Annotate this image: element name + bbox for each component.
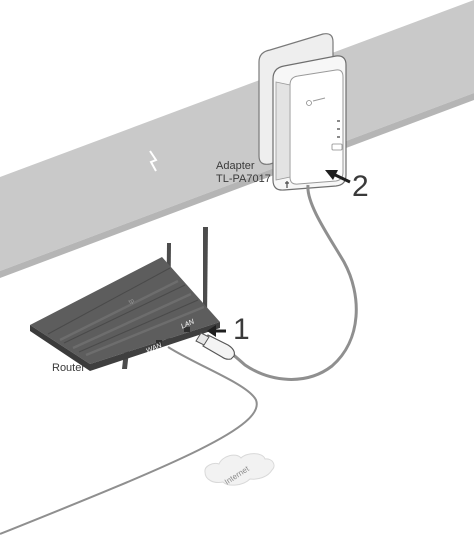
step-2-label: 2 [352, 170, 369, 203]
router-label: Router [52, 362, 86, 374]
power-symbol-icon [149, 150, 158, 172]
pair-button [331, 143, 343, 151]
logo-icon [306, 100, 312, 106]
arrow-step-1-icon [207, 325, 226, 337]
powerline-adapter [272, 55, 347, 191]
arrow-step-2-icon [325, 170, 351, 184]
router: tp [30, 257, 220, 371]
adapter-model-label: TL-PA7017 [216, 173, 271, 185]
router-ports [156, 327, 190, 345]
internet-cable [0, 346, 258, 535]
rj45-plug [195, 332, 235, 360]
status-leds-icon [337, 120, 340, 138]
adapter-label: Adapter TL-PA7017 [216, 160, 286, 186]
wall [0, 0, 474, 278]
internet-cloud-icon [204, 453, 275, 486]
ethernet-cable [225, 184, 358, 381]
step-1-label: 1 [233, 313, 250, 346]
svg-text:tp: tp [128, 298, 136, 306]
ethernet-port-icon [285, 181, 289, 188]
adapter-label-line1: Adapter [216, 160, 255, 172]
